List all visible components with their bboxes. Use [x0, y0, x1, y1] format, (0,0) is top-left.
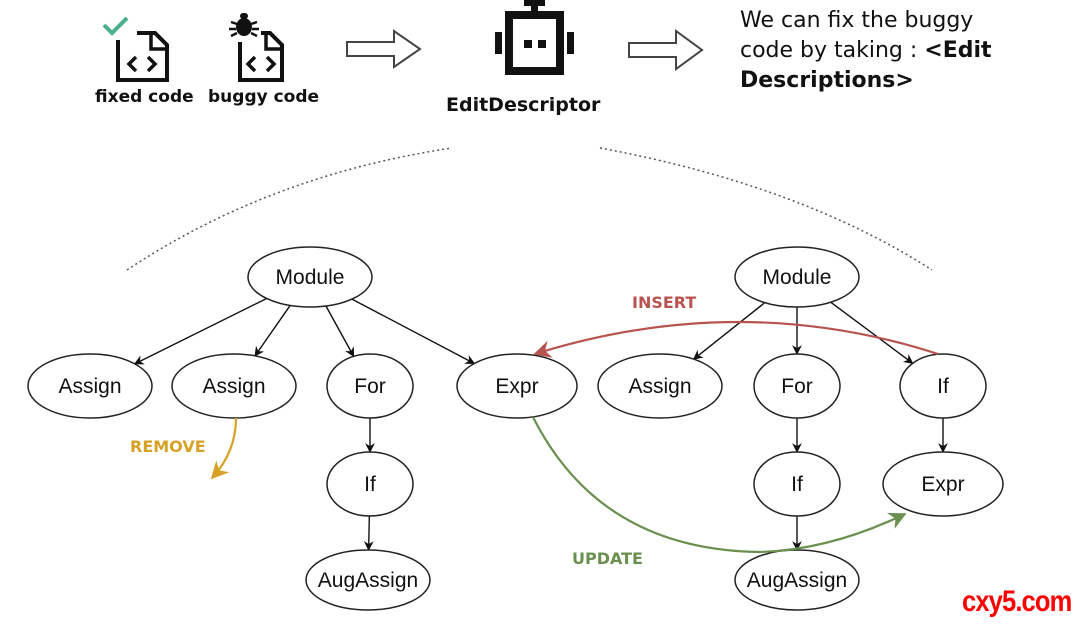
ast-node-label: If	[791, 473, 803, 496]
watermark: cxy5.com	[962, 585, 1072, 618]
check-icon	[102, 16, 129, 36]
update-label: UPDATE	[572, 549, 643, 568]
edit-descriptor-model: EditDescriptor	[440, 0, 640, 125]
fixed-code-label: fixed code	[95, 87, 194, 107]
ast-node-module: Module	[247, 246, 373, 308]
ast-node-assign: Assign	[171, 353, 297, 419]
insert-arrow	[533, 320, 939, 358]
ast-node-if: If	[899, 353, 987, 419]
ast-node-expr: Expr	[882, 451, 1004, 517]
tree-edge	[363, 515, 374, 551]
ast-node-if: If	[753, 451, 841, 517]
zoom-guide-left	[126, 147, 453, 271]
tree-edge	[830, 301, 914, 364]
tree-edge	[692, 302, 766, 360]
edit-token-start: <Edit	[924, 38, 992, 63]
ast-node-label: Assign	[58, 375, 121, 398]
arrow-right-icon	[346, 29, 422, 69]
buggy-code-file-icon	[229, 13, 284, 82]
ast-node-label: AugAssign	[318, 569, 418, 592]
remove-arrow	[210, 417, 238, 480]
insert-label: INSERT	[632, 293, 696, 312]
output-description: We can fix the buggy code by taking : <E…	[740, 6, 1070, 96]
ast-node-label: Module	[763, 266, 832, 289]
ast-node-label: Expr	[495, 375, 538, 398]
ast-node-label: AugAssign	[747, 569, 847, 592]
tree-edge	[133, 297, 267, 365]
tree-edge	[254, 305, 291, 357]
ast-node-expr: Expr	[456, 353, 578, 419]
ast-node-label: For	[781, 375, 813, 398]
bug-icon	[229, 13, 259, 38]
edit-token-end: Descriptions>	[740, 68, 914, 93]
tree-edge	[351, 298, 476, 365]
ast-node-label: For	[354, 375, 386, 398]
output-line-1: We can fix the buggy	[740, 8, 974, 33]
ast-node-label: If	[937, 375, 949, 398]
ast-node-assign: Assign	[27, 353, 153, 419]
ast-node-for: For	[326, 353, 414, 419]
edit-descriptor-label: EditDescriptor	[446, 94, 601, 116]
remove-label: REMOVE	[130, 437, 206, 456]
tree-edge	[325, 305, 355, 358]
ast-node-label: Module	[276, 266, 345, 289]
update-arrow	[532, 416, 907, 554]
ast-node-label: Assign	[202, 375, 265, 398]
robot-icon	[495, 0, 574, 75]
ast-node-augassign: AugAssign	[305, 549, 431, 611]
ast-node-label: Assign	[628, 375, 691, 398]
fixed-code-file-icon	[102, 16, 169, 82]
buggy-code-label: buggy code	[208, 87, 320, 107]
buggy-code-input: buggy code	[207, 8, 322, 113]
ast-node-augassign: AugAssign	[734, 549, 860, 611]
ast-node-for: For	[753, 353, 841, 419]
output-line-2: code by taking :	[740, 38, 925, 63]
ast-node-if: If	[326, 451, 414, 517]
ast-node-assign: Assign	[597, 353, 723, 419]
ast-node-module: Module	[734, 246, 860, 308]
fixed-code-input: fixed code	[95, 8, 205, 113]
arrow-right-icon	[628, 29, 704, 71]
ast-node-label: Expr	[921, 473, 964, 496]
ast-node-label: If	[364, 473, 376, 496]
